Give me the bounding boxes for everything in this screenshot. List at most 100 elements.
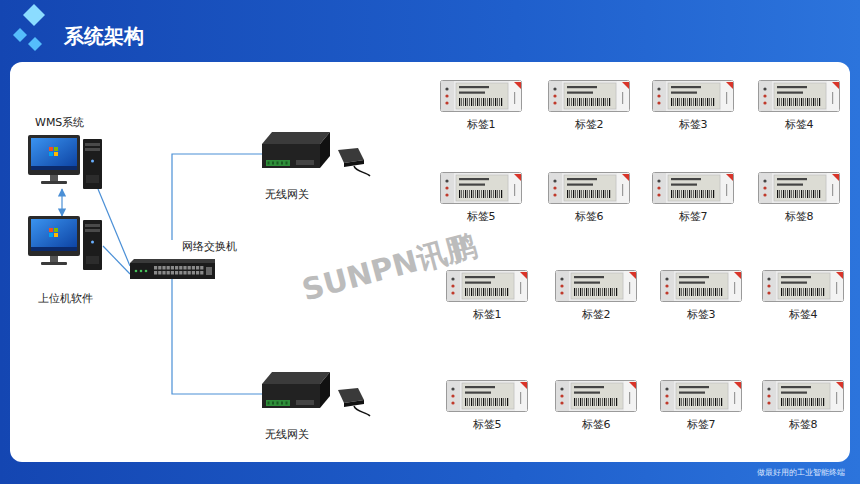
switch-port (192, 266, 195, 270)
tag-side-mark (726, 184, 727, 196)
tag-bullet (665, 291, 668, 294)
barcode-bar (819, 288, 821, 296)
barcode-bar (501, 190, 502, 198)
logo-diamond (23, 4, 45, 26)
barcode-bar (592, 398, 593, 406)
logo-diamond (28, 37, 42, 51)
taskbar (31, 247, 77, 251)
barcode-bar (612, 288, 614, 296)
barcode-bar (807, 288, 809, 296)
barcode-bar (493, 190, 495, 198)
tag-body (556, 381, 637, 412)
tag-screen (774, 175, 826, 201)
barcode-bar (675, 190, 677, 198)
barcode-bar (491, 98, 493, 106)
tag-bullet (445, 186, 448, 189)
tag-right-strip (729, 271, 741, 301)
node-label: 网络交换机 (130, 240, 237, 254)
monitor-stand (50, 175, 58, 181)
barcode-bar (805, 288, 806, 296)
gateway-top (262, 372, 330, 384)
barcode-bar (584, 398, 586, 406)
barcode-bar (586, 288, 587, 296)
tag-screen (778, 273, 830, 299)
tag-body (661, 381, 742, 412)
barcode-bar (779, 190, 781, 198)
tag-bullet (657, 87, 660, 90)
computer-icon (28, 216, 103, 270)
barcode-bar (577, 98, 579, 106)
barcode-bar (594, 288, 596, 296)
node-label: 无线网关 (262, 428, 309, 442)
barcode-bar (689, 398, 691, 406)
logo-diamond (13, 28, 27, 42)
barcode-bar (495, 98, 496, 106)
barcode-bar (614, 398, 616, 406)
switch-port (171, 266, 174, 270)
barcode-bar (589, 98, 591, 106)
node-label: 标签3 (687, 308, 716, 322)
barcode-bar (817, 190, 819, 198)
tag-left-strip (447, 381, 460, 411)
barcode-bar (469, 190, 471, 198)
tag-bullet (560, 401, 563, 404)
barcode-bar (606, 398, 608, 406)
logo-square (54, 228, 58, 232)
barcode-bar (719, 398, 721, 406)
barcode-bar (711, 288, 713, 296)
barcode-bar (711, 98, 713, 106)
switch-body (130, 263, 215, 279)
tag-body (447, 271, 528, 302)
barcode-bar (481, 398, 483, 406)
tag-bullet (767, 291, 770, 294)
barcode-bar (479, 190, 481, 198)
tag-bullet (553, 87, 556, 90)
barcode-bar (811, 190, 813, 198)
tag-bullet (553, 94, 556, 97)
barcode-bar (787, 190, 789, 198)
barcode-bar (593, 190, 595, 198)
gateway-icon (262, 130, 380, 178)
barcode-bar (707, 98, 708, 106)
tag-text-line (465, 392, 491, 394)
barcode-bar (781, 398, 782, 406)
barcode-bar (703, 288, 704, 296)
monitor-base (41, 181, 67, 184)
switch-port (171, 271, 174, 275)
tag-body (661, 271, 742, 302)
switch-port (196, 266, 199, 270)
barcode-bar (799, 190, 801, 198)
monitor-frame (28, 135, 80, 175)
tag-left-strip (556, 271, 569, 301)
tag-side-mark (520, 282, 521, 294)
barcode-bar (699, 98, 701, 106)
barcode-bar (687, 190, 689, 198)
barcode-bar (801, 398, 803, 406)
barcode-bar (601, 190, 603, 198)
tag-left-strip (763, 381, 776, 411)
node-label: 标签2 (575, 118, 604, 132)
logo-square (54, 147, 58, 151)
tag-right-strip (617, 173, 629, 203)
barcode-bar (701, 98, 702, 106)
barcode-bar (497, 398, 499, 406)
gateway-top (262, 132, 330, 144)
tag-right-strip (624, 271, 636, 301)
barcode-bar (479, 398, 481, 406)
page-title: 系统架构 (64, 24, 144, 48)
tag-bullet (445, 179, 448, 182)
tag-text-line (567, 86, 597, 88)
barcode-bar (787, 98, 789, 106)
tag-red-mark (514, 174, 521, 181)
barcode-bar (610, 398, 611, 406)
tag-left-strip (441, 81, 454, 111)
tag-icon (762, 270, 844, 302)
barcode-bar (475, 398, 477, 406)
barcode-bar (503, 288, 505, 296)
barcode-bar (793, 190, 795, 198)
logo-square (54, 152, 58, 156)
tag-bullet (560, 277, 563, 280)
barcode-bar (567, 190, 568, 198)
barcode-bar (817, 288, 818, 296)
barcode-bar (569, 190, 571, 198)
